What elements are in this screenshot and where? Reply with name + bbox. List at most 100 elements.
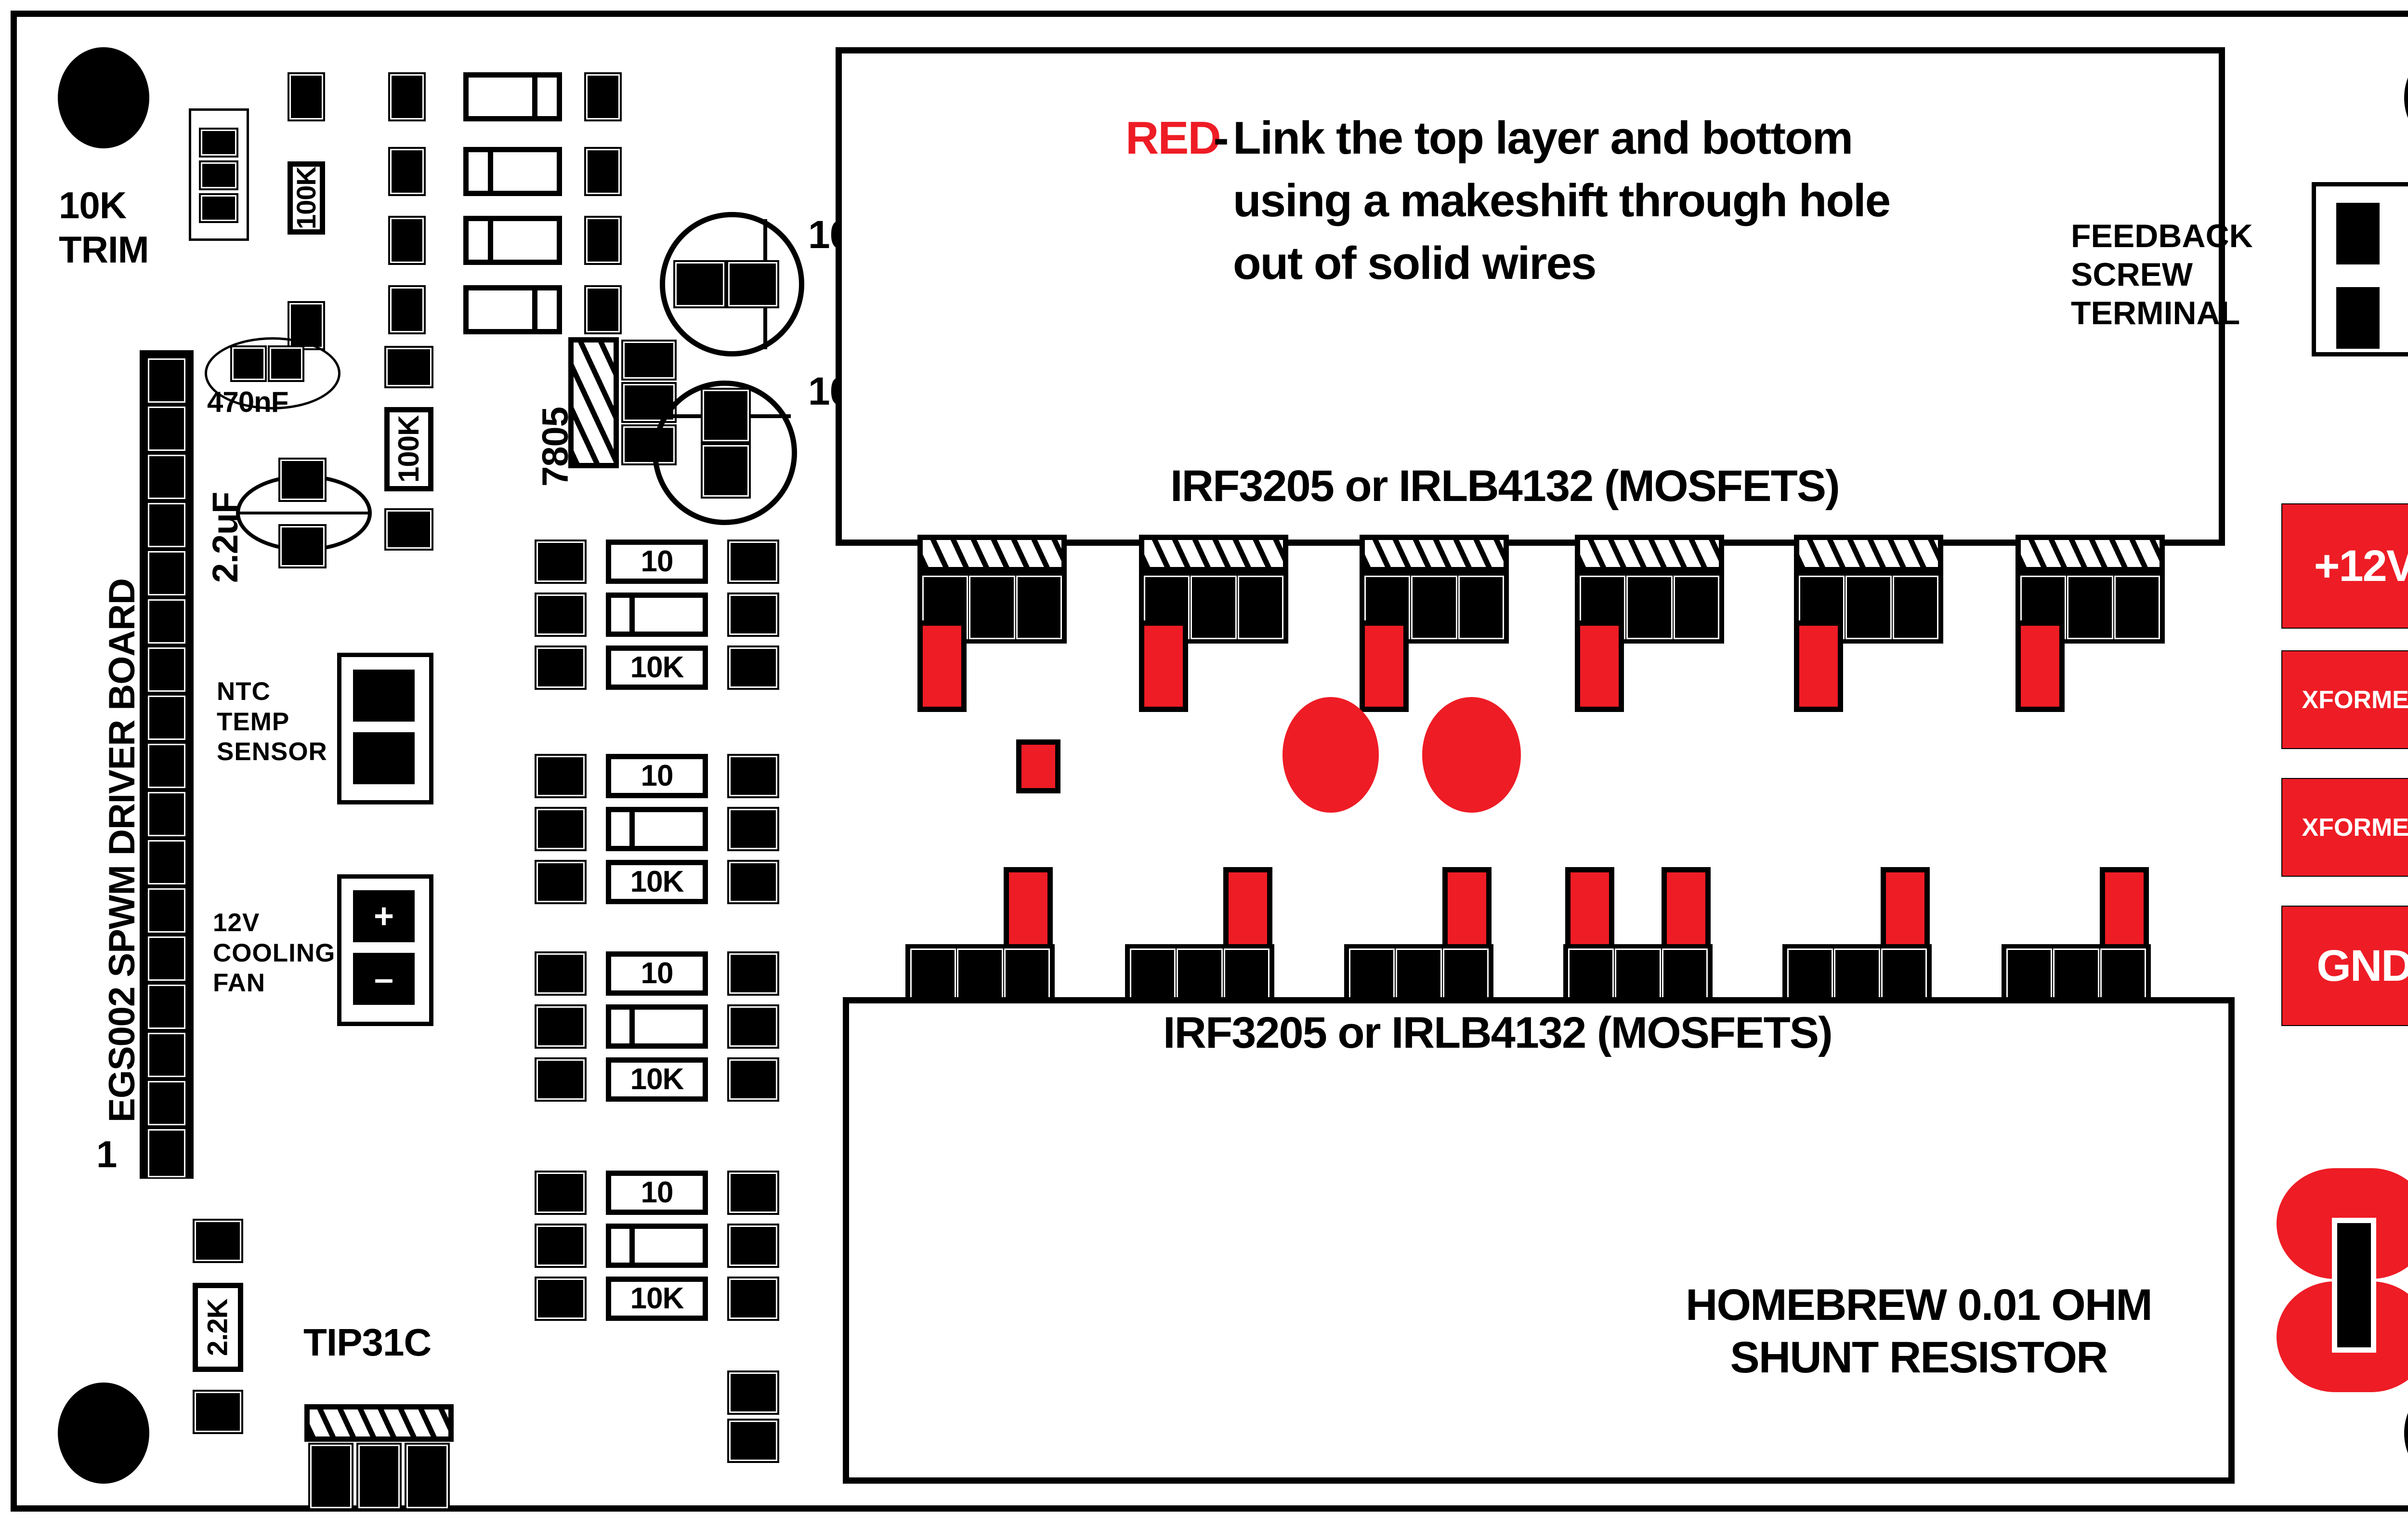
pad-top-b2[interactable] (388, 147, 426, 196)
tip31c-pad-1[interactable] (308, 1443, 353, 1510)
rescol-4-right-pad-4[interactable] (727, 1370, 779, 1415)
rescol-2-right-pad-3[interactable] (727, 860, 779, 904)
rescol-3-right-pad-3[interactable] (727, 1057, 779, 1102)
mosfet-pad[interactable] (2114, 576, 2160, 639)
rescol-2-right-pad-2[interactable] (727, 807, 779, 851)
pad-top-d2[interactable] (584, 147, 622, 196)
regulator-7805-pad-1[interactable] (621, 340, 677, 381)
ntc-sensor-pad-1[interactable] (353, 670, 415, 722)
cap-100uf-pad-right[interactable] (726, 260, 779, 308)
cap-100uf-pad-left[interactable] (673, 260, 726, 308)
red-note-dash: - (1202, 112, 1240, 164)
cap-470nf-label: 470nF (207, 386, 288, 418)
cap-22uf-pad-bottom[interactable] (278, 524, 327, 568)
pad-top-d3[interactable] (584, 216, 622, 265)
resistor-100k-top: 100K (288, 161, 325, 235)
trim-pot-pad-1[interactable] (199, 128, 238, 158)
pad-bl-2[interactable] (193, 1390, 243, 1434)
mosfet-top-2-pads[interactable] (1139, 571, 1288, 644)
mosfet-top-4-via[interactable] (1575, 620, 1624, 712)
trim-pot-pad-3[interactable] (199, 193, 238, 223)
rescol-1-left-pad-1[interactable] (535, 540, 587, 584)
cooling-fan-label: 12V COOLING FAN (213, 909, 336, 998)
tip31c-pad-2[interactable] (356, 1443, 402, 1510)
feedback-terminal-pad-2[interactable] (2333, 284, 2382, 352)
rescol-3-resistor-10k: 10K (606, 1057, 708, 1102)
rescol-4-left-pad-3[interactable] (535, 1277, 587, 1321)
rescol-4-right-pad-3[interactable] (727, 1277, 779, 1321)
feedback-terminal-pad-1[interactable] (2333, 200, 2382, 267)
mosfet-pad[interactable] (1892, 576, 1938, 639)
mosfet-pad[interactable] (1237, 576, 1283, 639)
center-via-right[interactable] (1422, 697, 1521, 813)
center-small-via[interactable] (1016, 739, 1060, 793)
ntc-sensor-pad-2[interactable] (353, 732, 415, 784)
power-pad-gnd[interactable]: GND (2281, 906, 2408, 1026)
mosfet-top-5-via[interactable] (1794, 620, 1843, 712)
power-pad-12v[interactable]: +12V (2281, 503, 2408, 629)
rescol-1-left-pad-2[interactable] (535, 593, 587, 637)
rescol-2-resistor-10: 10 (606, 754, 708, 798)
mosfet-pad[interactable] (1411, 576, 1457, 639)
cap-10uf-pad-bottom[interactable] (701, 443, 751, 499)
rescol-1-right-pad-1[interactable] (727, 540, 779, 584)
pad-top-d1[interactable] (584, 72, 622, 121)
mosfet-pad[interactable] (1673, 576, 1719, 639)
rescol-4-right-pad-5[interactable] (727, 1419, 779, 1463)
trim-pot-pad-2[interactable] (199, 160, 238, 190)
center-via-left[interactable] (1283, 697, 1379, 813)
cap-22uf-pad-top[interactable] (278, 458, 327, 502)
rescol-1-right-pad-3[interactable] (727, 645, 779, 690)
mosfet-pad[interactable] (1458, 576, 1504, 639)
mosfet-bottom-4-via-b[interactable] (1662, 867, 1711, 959)
rescol-3-right-pad-1[interactable] (727, 951, 779, 996)
rescol-1-right-pad-2[interactable] (727, 593, 779, 637)
pad-top-d4[interactable] (584, 285, 622, 334)
pad-top-b3[interactable] (388, 216, 426, 265)
rescol-4-left-pad-2[interactable] (535, 1224, 587, 1268)
rescol-4-left-pad-1[interactable] (535, 1171, 587, 1215)
mosfet-top-3-via[interactable] (1360, 620, 1409, 712)
tip31c-pad-3[interactable] (405, 1443, 450, 1510)
mosfet-pad[interactable] (1191, 576, 1237, 639)
pad-top-a1[interactable] (288, 72, 325, 121)
rescol-3-left-pad-3[interactable] (535, 1057, 587, 1102)
mosfet-pad[interactable] (1626, 576, 1673, 639)
rescol-4-resistor-split (606, 1224, 708, 1268)
cooling-fan-pad-negative[interactable] (353, 953, 415, 1005)
rescol-3-right-pad-2[interactable] (727, 1004, 779, 1049)
mosfet-pad[interactable] (969, 576, 1015, 639)
pin-one-label: 1 (96, 1133, 117, 1175)
rescol-1-left-pad-3[interactable] (535, 645, 587, 690)
rescol-4-right-pad-2[interactable] (727, 1224, 779, 1268)
mosfet-top-5-pads[interactable] (1794, 571, 1943, 644)
mosfet-top-1-via[interactable] (917, 620, 967, 712)
mosfet-top-5-tab (1794, 535, 1943, 572)
pad-top-b1[interactable] (388, 72, 426, 121)
rescol-4-right-pad-1[interactable] (727, 1171, 779, 1215)
power-pad-xformer-2[interactable]: XFORMER (2281, 778, 2408, 877)
rescol-2-left-pad-1[interactable] (535, 754, 587, 798)
mosfet-bottom-5-via[interactable] (1881, 867, 1930, 959)
cap-10uf-pad-top[interactable] (701, 388, 751, 443)
rescol-2-right-pad-1[interactable] (727, 754, 779, 798)
mosfet-top-6-pads[interactable] (2015, 571, 2165, 644)
cap-470nf-pad-left[interactable] (230, 345, 267, 382)
power-pad-xformer-1[interactable]: XFORMER (2281, 650, 2408, 749)
rescol-3-left-pad-2[interactable] (535, 1004, 587, 1049)
rescol-2-left-pad-3[interactable] (535, 860, 587, 904)
rescol-3-left-pad-1[interactable] (535, 951, 587, 996)
mosfet-pad[interactable] (1845, 576, 1892, 639)
mosfet-pad[interactable] (1016, 576, 1062, 639)
pad-bl-1[interactable] (193, 1219, 243, 1263)
pad-mid-e2[interactable] (384, 508, 433, 551)
egs002-pin-rail[interactable] (140, 350, 194, 1179)
rescol-2-left-pad-2[interactable] (535, 807, 587, 851)
mosfet-top-6-via[interactable] (2015, 620, 2065, 712)
mosfet-pad[interactable] (2067, 576, 2113, 639)
pad-mid-e1[interactable] (384, 346, 433, 388)
mosfet-top-2-via[interactable] (1139, 620, 1188, 712)
cooling-fan-pad-positive[interactable] (353, 890, 415, 942)
cap-470nf-pad-right[interactable] (268, 345, 304, 382)
pad-top-b4[interactable] (388, 285, 426, 334)
